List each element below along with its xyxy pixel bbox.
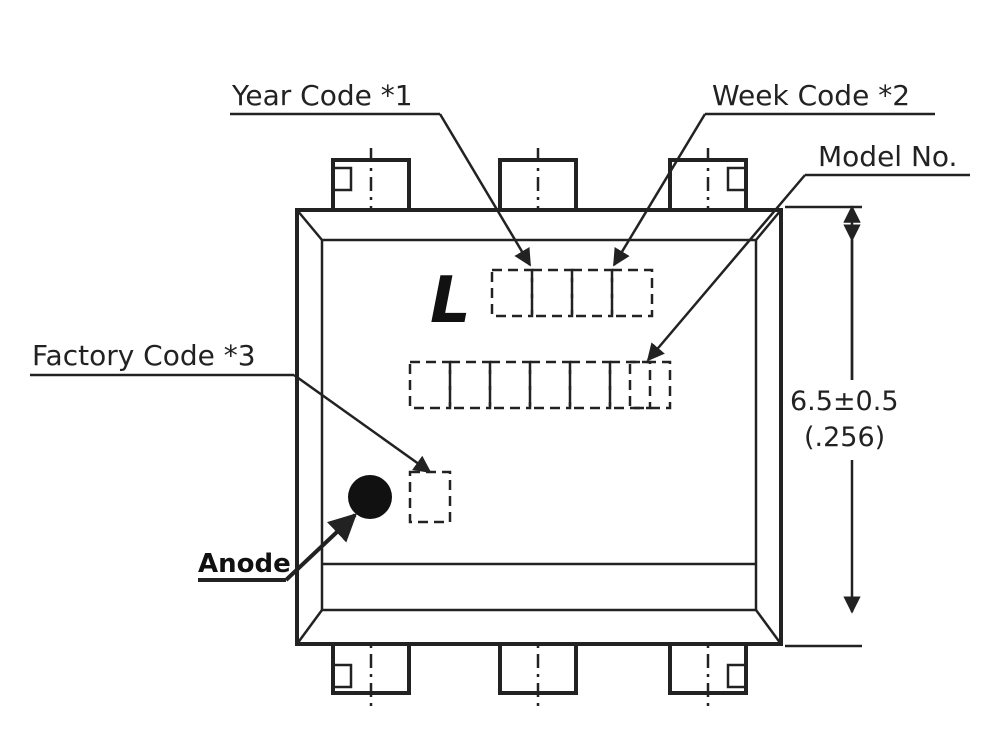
dimension-value: 6.5±0.5 [790,386,899,417]
model-number-boxes [408,360,672,410]
model-no-callout: Model No. [646,140,970,362]
model-no-label: Model No. [818,140,957,173]
height-dimension: 6.5±0.5 (.256) [785,205,899,648]
anode-dot [348,475,392,519]
year-code-callout: Year Code *1 [230,79,532,267]
factory-code-label: Factory Code *3 [32,339,256,372]
logo-mark: L [430,264,471,338]
year-week-code-boxes [490,268,654,318]
week-code-callout: Week Code *2 [612,79,935,267]
anode-callout: Anode [198,513,358,582]
dimension-inch: (.256) [804,422,885,453]
factory-code-callout: Factory Code *3 [30,339,432,474]
anode-label: Anode [198,549,291,579]
year-code-label: Year Code *1 [231,79,413,112]
package-body [295,208,783,646]
week-code-label: Week Code *2 [712,79,910,112]
